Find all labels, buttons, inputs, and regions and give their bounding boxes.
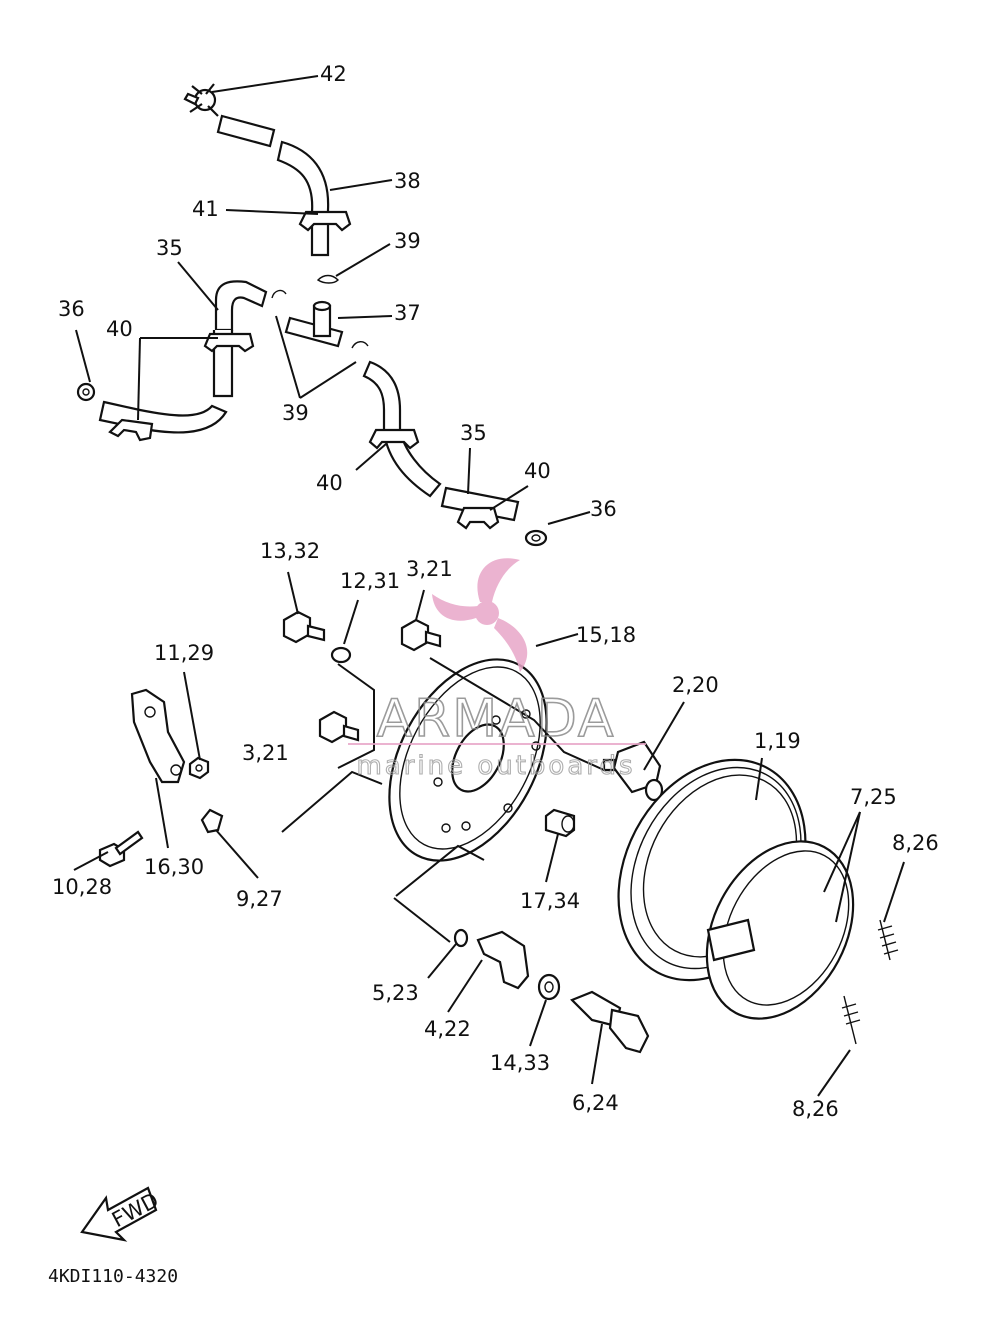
part-8-26-spring-lower [841, 995, 861, 1045]
part-3-21-bolt-lower [318, 710, 360, 744]
callout-8-26-lower: 8,26 [792, 1097, 839, 1121]
callout-6-24: 6,24 [572, 1091, 619, 1115]
callout-5-23: 5,23 [372, 981, 419, 1005]
part-39-clip-a [271, 289, 287, 299]
callout-15-18: 15,18 [576, 623, 636, 647]
callout-17-34: 17,34 [520, 889, 580, 913]
part-4-22-block [476, 930, 530, 990]
brake-plate-assembly [98, 610, 899, 1054]
callout-16-30: 16,30 [144, 855, 204, 879]
part-7-25-shoes [705, 840, 855, 1020]
leader-lines [73, 75, 905, 1097]
part-40-clamp-lower-left [108, 418, 154, 442]
part-36-clip-right [524, 529, 548, 547]
callout-37: 37 [394, 301, 421, 325]
part-14-33-washer [537, 973, 561, 1001]
watermark-brand: ARMADA [377, 689, 616, 749]
part-9-27-pin [200, 808, 224, 834]
part-38-hose [276, 140, 330, 257]
part-10-28-bolt [98, 830, 144, 868]
callout-42: 42 [320, 62, 347, 86]
callout-13-32: 13,32 [260, 539, 320, 563]
callout-11-29: 11,29 [154, 641, 214, 665]
callout-38: 38 [394, 169, 421, 193]
part-36-clip-left [76, 382, 96, 402]
callout-36-left: 36 [58, 297, 85, 321]
callout-36-right: 36 [590, 497, 617, 521]
callout-35-left: 35 [156, 236, 183, 260]
callout-9-27: 9,27 [236, 887, 283, 911]
hose-assembly [76, 83, 548, 547]
diagram-code: 4KDI110-4320 [48, 1266, 178, 1287]
part-5-23-o-ring [453, 928, 469, 948]
part-38-hose-short [216, 114, 276, 148]
callout-1-19: 1,19 [754, 729, 801, 753]
part-hose-right [362, 360, 442, 498]
callout-4-22: 4,22 [424, 1017, 471, 1041]
part-40-clamp-lower [456, 506, 500, 530]
callout-40-left: 40 [106, 317, 133, 341]
part-37-tee-fitting [284, 300, 344, 348]
part-6-24-adjuster [570, 990, 650, 1054]
watermark-tagline: marine outboards [356, 751, 635, 781]
callout-12-31: 12,31 [340, 569, 400, 593]
callout-7-25: 7,25 [850, 785, 897, 809]
part-35-hose-lower [440, 486, 520, 522]
callout-41: 41 [192, 197, 219, 221]
part-11-29-nut [188, 756, 210, 780]
callout-8-26-upper: 8,26 [892, 831, 939, 855]
part-3-21-bolt-upper [400, 618, 442, 652]
part-2-20-cam [602, 740, 664, 802]
part-12-31-washer [330, 646, 352, 664]
part-41-clamp [298, 210, 352, 232]
part-42-fitting [183, 83, 219, 117]
part-16-30-lever [130, 688, 186, 784]
part-35-hose-left [214, 280, 268, 332]
part-13-32-bolt [282, 610, 326, 644]
part-39-clip-b [351, 341, 369, 349]
propeller-logo [432, 558, 528, 672]
callout-39-upper: 39 [394, 229, 421, 253]
watermark: ARMADA marine outboards [348, 558, 646, 782]
callout-14-33: 14,33 [490, 1051, 550, 1075]
part-39-clip-upper [316, 274, 339, 284]
callout-10-28: 10,28 [52, 875, 112, 899]
callout-35-right: 35 [460, 421, 487, 445]
callout-3-21-lower: 3,21 [242, 741, 289, 765]
callout-40-mid: 40 [316, 471, 343, 495]
callout-3-21-upper: 3,21 [406, 557, 453, 581]
callout-labels: 42 38 41 39 35 37 36 40 39 35 40 40 36 1… [52, 62, 939, 1121]
part-8-26-spring-upper [877, 919, 899, 961]
fwd-arrow: FWD [80, 1186, 163, 1242]
part-17-34-bolt [544, 808, 576, 838]
part-40-clamp-right [368, 428, 420, 450]
callout-40-right: 40 [524, 459, 551, 483]
callout-39-lower: 39 [282, 401, 309, 425]
callout-2-20: 2,20 [672, 673, 719, 697]
